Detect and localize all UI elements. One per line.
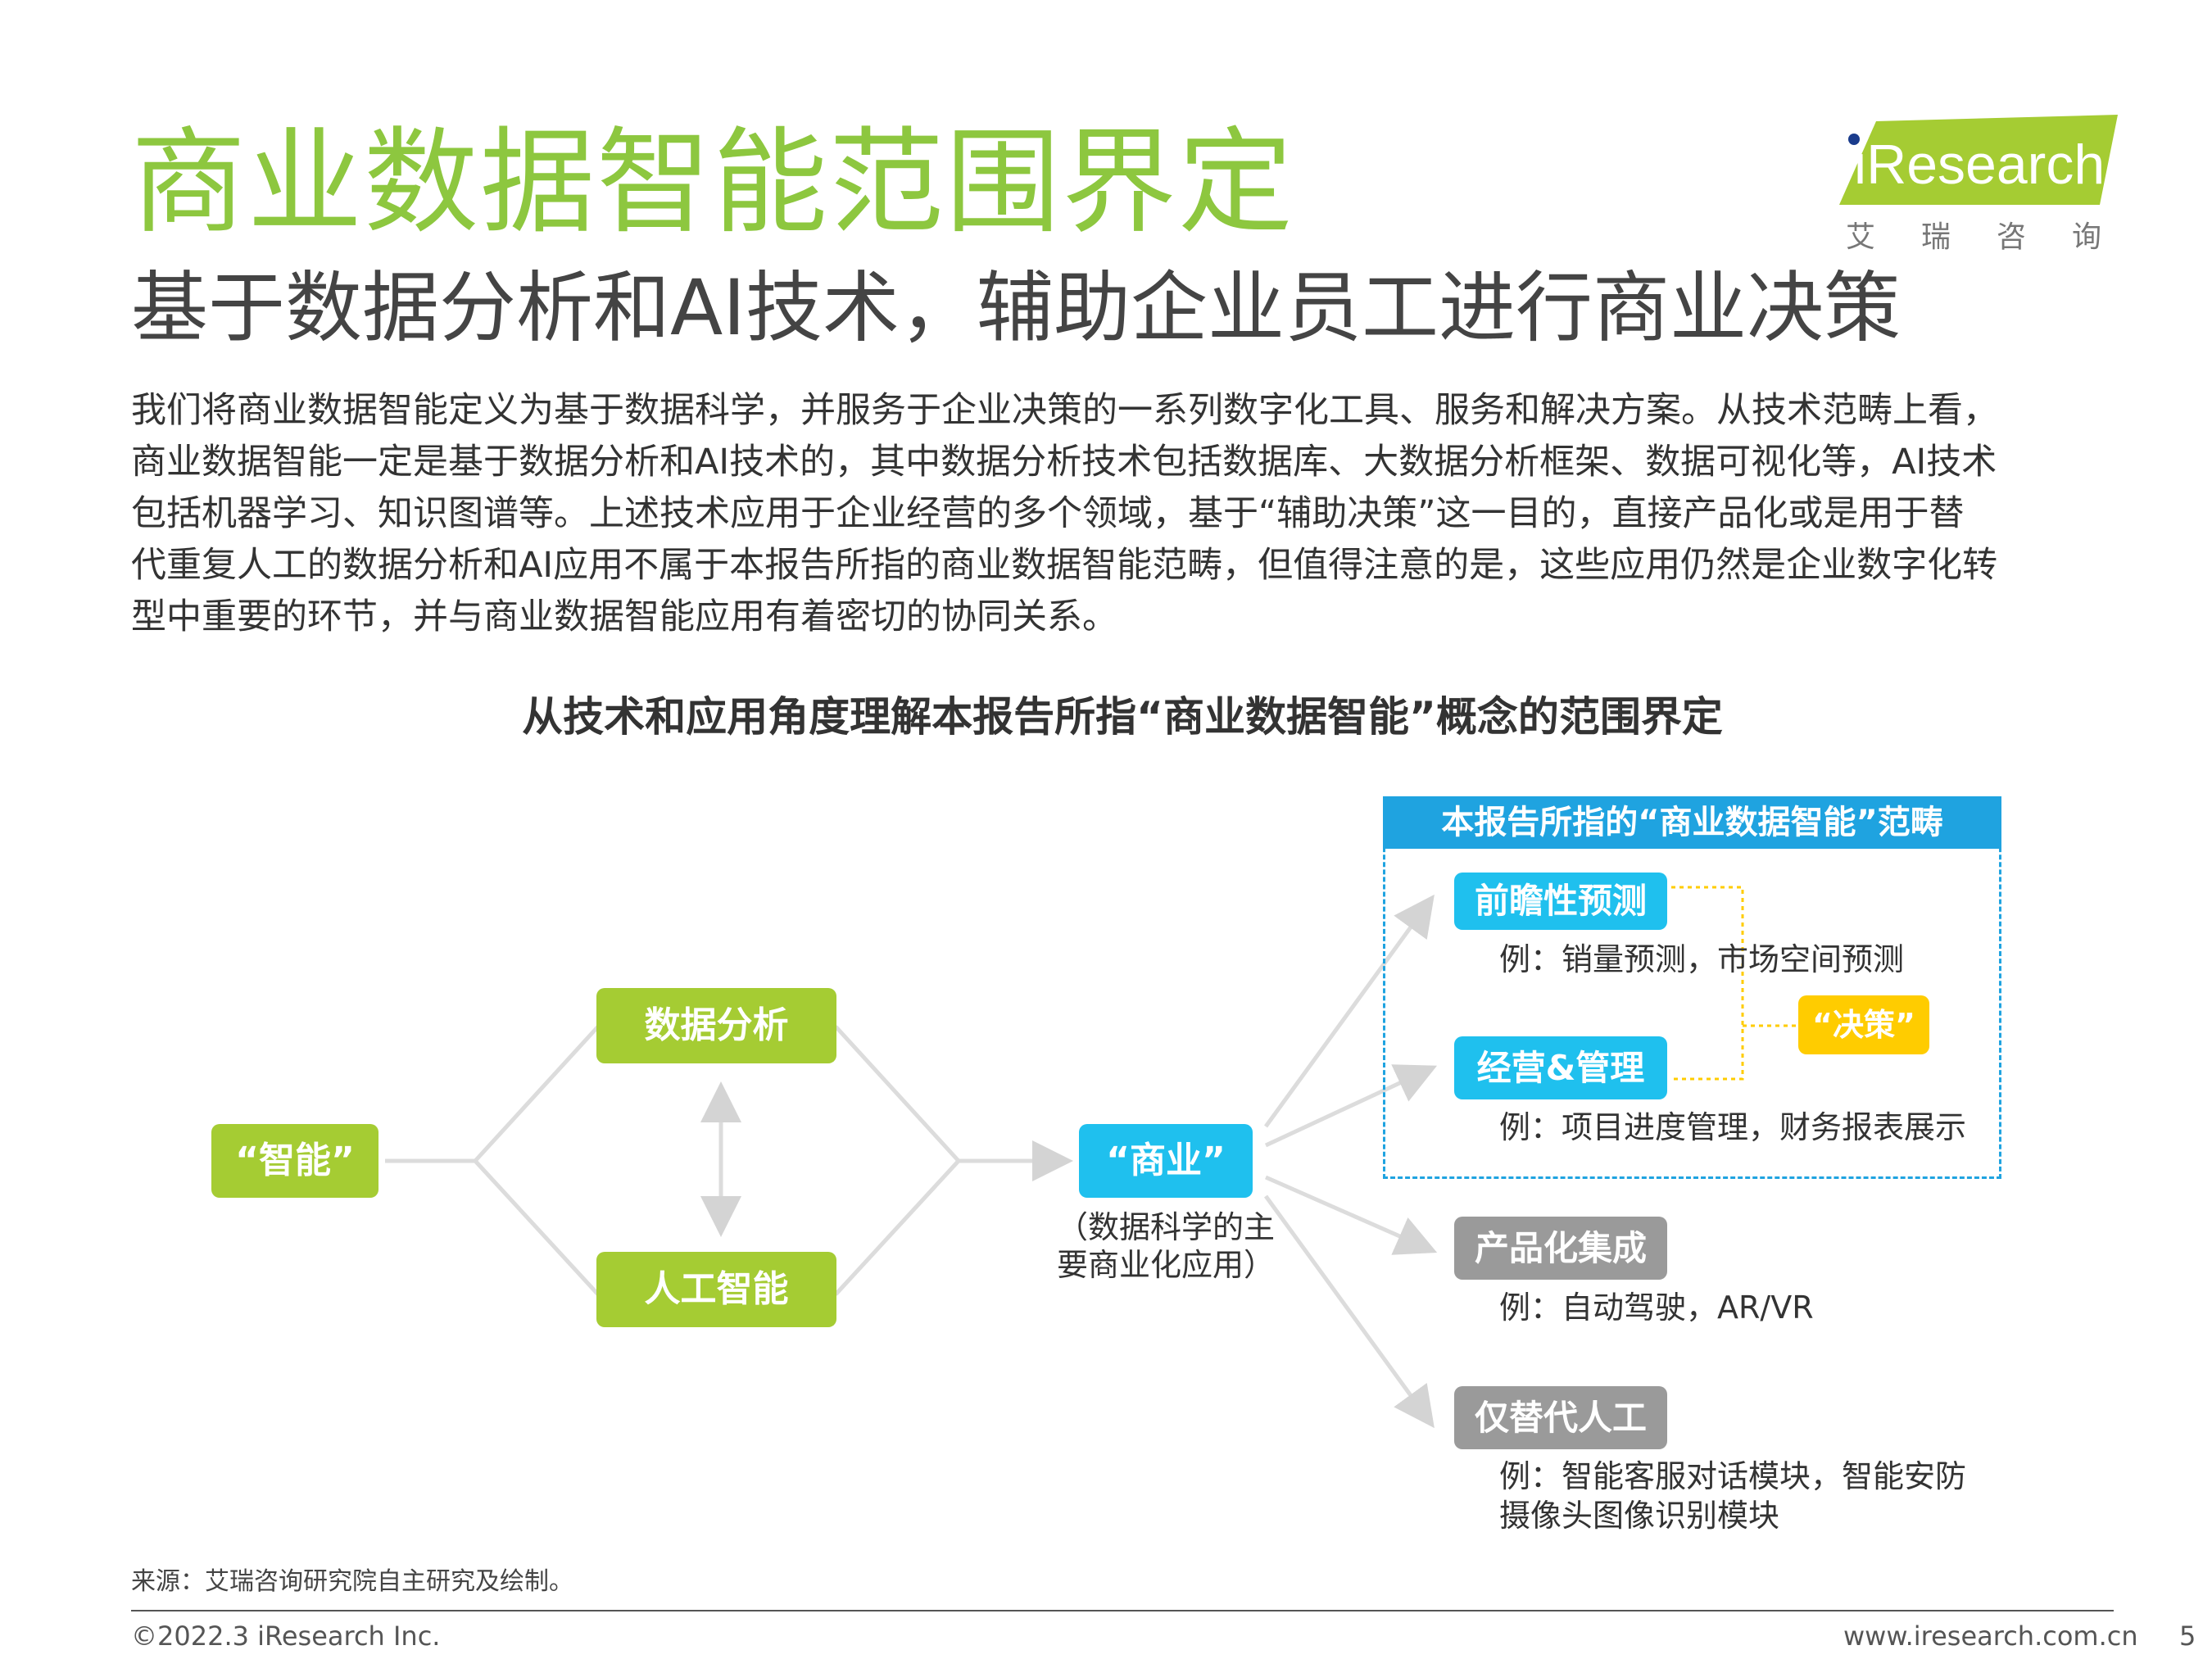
arrow-to-replace-labor xyxy=(1263,1194,1435,1429)
footer-divider xyxy=(131,1610,2114,1611)
node-business: “商业” xyxy=(1079,1124,1253,1198)
business-note-line: 要商业化应用） xyxy=(1057,1247,1276,1283)
logo-wordmark: iResearch xyxy=(1854,134,2105,196)
node-intelligence: “智能” xyxy=(211,1124,378,1198)
page-title: 商业数据智能范围界定 xyxy=(131,116,1295,250)
logo-parallelogram xyxy=(1839,115,2118,205)
page-number: 5 xyxy=(2179,1620,2196,1652)
node-management: 经营&管理 xyxy=(1454,1036,1667,1099)
productization-example: 例：自动驾驶，AR/VR xyxy=(1499,1290,1814,1326)
management-example: 例：项目进度管理，财务报表展示 xyxy=(1499,1109,1967,1145)
node-forecast: 前瞻性预测 xyxy=(1454,873,1667,930)
source-note: 来源：艾瑞咨询研究院自主研究及绘制。 xyxy=(131,1567,573,1596)
node-decision: “决策” xyxy=(1798,995,1929,1054)
page-subtitle: 基于数据分析和AI技术，辅助企业员工进行商业决策 xyxy=(131,264,1902,353)
intro-line: 我们将商业数据智能定义为基于数据科学，并服务于企业决策的一系列数字化工具、服务和… xyxy=(131,390,1998,431)
business-note: （数据科学的主 要商业化应用） xyxy=(1057,1208,1275,1284)
scope-header: 本报告所指的“商业数据智能”范畴 xyxy=(1383,796,2001,849)
copyright: ©2022.3 iResearch Inc. xyxy=(131,1620,441,1652)
forecast-example: 例：销量预测，市场空间预测 xyxy=(1499,941,1905,977)
iresearch-logo: iResearch 艾瑞咨询 xyxy=(1839,115,2118,258)
arrow-to-productization xyxy=(1264,1175,1438,1255)
figure-title: 从技术和应用角度理解本报告所指“商业数据智能”概念的范围界定 xyxy=(522,693,1723,741)
intro-line: 代重复人工的数据分析和AI应用不属于本报告所指的商业数据智能范畴，但值得注意的是… xyxy=(131,545,1998,586)
arrow-to-management xyxy=(1264,1064,1438,1148)
connector-line xyxy=(834,1025,960,1163)
connector-line xyxy=(834,1159,960,1296)
business-note-line: （数据科学的主 xyxy=(1057,1209,1276,1245)
intro-line: 包括机器学习、知识图谱等。上述技术应用于企业经营的多个领域，基于“辅助决策”这一… xyxy=(131,493,1965,534)
decision-bracket xyxy=(1671,886,1798,1081)
replace-labor-example-line: 摄像头图像识别模块 xyxy=(1499,1498,1780,1534)
logo-chinese-name: 艾瑞咨询 xyxy=(1846,220,2148,254)
node-replace-labor: 仅替代人工 xyxy=(1454,1386,1667,1449)
node-data-analysis: 数据分析 xyxy=(596,988,836,1063)
replace-labor-example: 例：智能客服对话模块，智能安防 摄像头图像识别模块 xyxy=(1499,1457,1966,1535)
intro-line: 商业数据智能一定是基于数据分析和AI技术的，其中数据分析技术包括数据库、大数据分… xyxy=(131,442,1997,483)
arrow-to-forecast xyxy=(1263,894,1435,1128)
connector-line xyxy=(474,1025,600,1163)
intro-line: 型中重要的环节，并与商业数据智能应用有着密切的协同关系。 xyxy=(131,596,1117,637)
website-link[interactable]: www.iresearch.com.cn xyxy=(1843,1620,2138,1652)
replace-labor-example-line: 例：智能客服对话模块，智能安防 xyxy=(1499,1458,1967,1494)
node-artificial-intelligence: 人工智能 xyxy=(596,1252,836,1327)
node-productization: 产品化集成 xyxy=(1454,1217,1667,1280)
intro-paragraph: 我们将商业数据智能定义为基于数据科学，并服务于企业决策的一系列数字化工具、服务和… xyxy=(131,385,2114,643)
connector-line xyxy=(474,1159,600,1296)
